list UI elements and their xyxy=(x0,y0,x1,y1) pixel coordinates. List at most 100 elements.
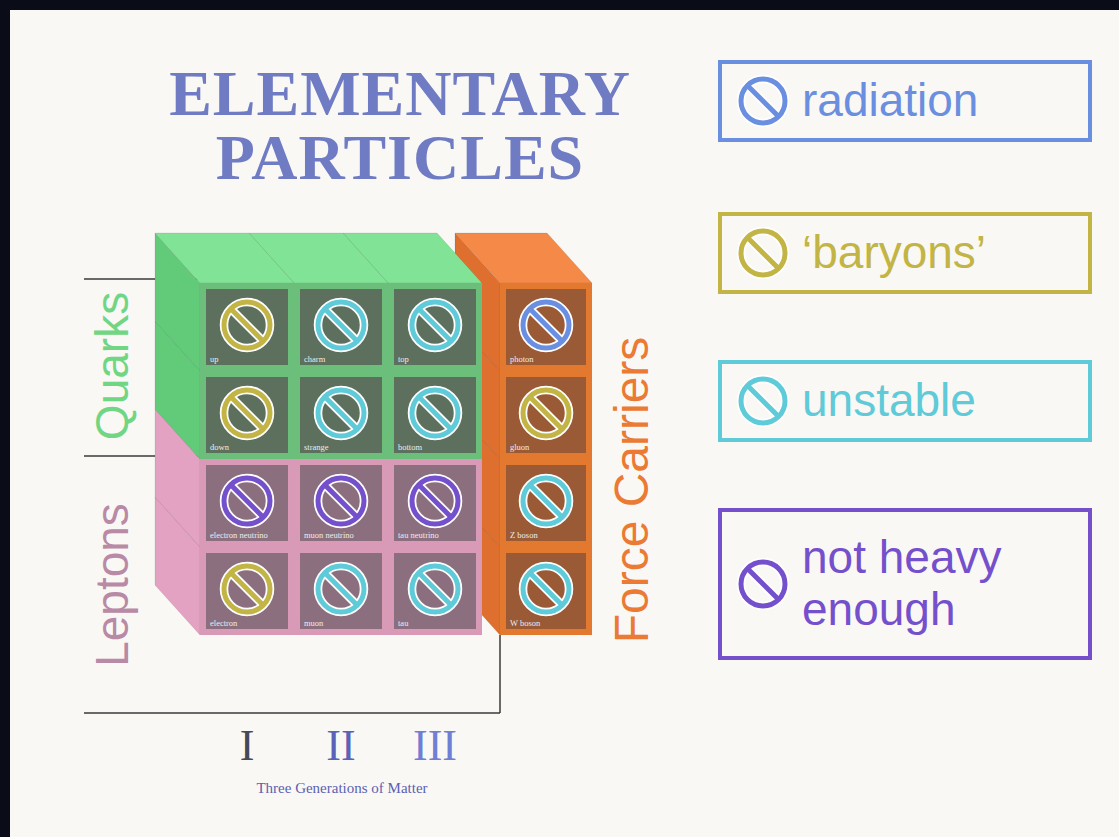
legend-text: radiation xyxy=(802,75,978,127)
legend-box: unstable xyxy=(718,360,1092,442)
particle-name: bottom xyxy=(398,443,422,452)
ban-ring xyxy=(224,566,270,612)
ban-slash xyxy=(419,485,452,518)
ban-ring xyxy=(318,478,364,524)
particle-cell: strange xyxy=(294,371,388,459)
ban-slash xyxy=(231,573,264,606)
ban-ring xyxy=(224,390,270,436)
particle-cell: down xyxy=(200,371,294,459)
ban-ring xyxy=(741,379,785,423)
ban-ring xyxy=(741,562,785,606)
ban-ring xyxy=(741,562,785,606)
ban-slash xyxy=(419,397,452,430)
ban-slash xyxy=(747,568,778,599)
ban-slash xyxy=(419,485,452,518)
ban-symbol xyxy=(313,561,369,617)
ban-ring xyxy=(523,478,569,524)
ban-slash xyxy=(231,397,264,430)
ban-slash xyxy=(419,573,452,606)
ban-slash xyxy=(325,485,358,518)
ban-slash xyxy=(325,573,358,606)
ban-symbol xyxy=(313,385,369,441)
axis-caption: Three Generations of Matter xyxy=(256,781,427,796)
ban-ring xyxy=(412,566,458,612)
ban-slash xyxy=(325,309,358,342)
ban-slash xyxy=(747,85,778,116)
ban-slash xyxy=(530,485,563,518)
ban-symbol xyxy=(407,473,463,529)
ban-ring xyxy=(741,379,785,423)
ban-ring xyxy=(318,566,364,612)
ban-ring xyxy=(523,302,569,348)
ban-slash xyxy=(419,573,452,606)
particle-name: photon xyxy=(510,355,534,364)
particle-name: electron neutrino xyxy=(210,531,268,540)
ban-ring xyxy=(523,566,569,612)
ban-symbol xyxy=(407,385,463,441)
ban-ring xyxy=(523,390,569,436)
ban-ring xyxy=(741,231,785,275)
particle-cell: photon xyxy=(500,283,592,371)
ban-symbol xyxy=(736,74,790,128)
ban-slash xyxy=(231,309,264,342)
particle-cell: W boson xyxy=(500,547,592,635)
ban-slash xyxy=(231,485,264,518)
ban-ring xyxy=(412,390,458,436)
ban-symbol xyxy=(518,561,574,617)
legend-text: ‘baryons’ xyxy=(802,227,986,279)
generation-numeral: II xyxy=(326,724,355,768)
ban-ring xyxy=(318,302,364,348)
ban-slash xyxy=(325,397,358,430)
ban-ring xyxy=(318,302,364,348)
ban-ring xyxy=(318,390,364,436)
particle-name: tau xyxy=(398,619,408,628)
particle-cell: muon xyxy=(294,547,388,635)
ban-slash xyxy=(419,309,452,342)
group-label: Force Carriers xyxy=(608,337,656,644)
particle-name: gluon xyxy=(510,443,529,452)
ban-ring xyxy=(318,390,364,436)
frame-line xyxy=(499,635,501,713)
ban-slash xyxy=(530,397,563,430)
ban-ring xyxy=(741,79,785,123)
ban-slash xyxy=(231,573,264,606)
ban-symbol xyxy=(219,473,275,529)
particle-name: electron xyxy=(210,619,237,628)
ban-slash xyxy=(325,573,358,606)
group-label: Leptons xyxy=(89,503,135,667)
ban-ring xyxy=(412,478,458,524)
particle-cell: tau neutrino xyxy=(388,459,482,547)
ban-ring xyxy=(412,302,458,348)
ban-slash xyxy=(530,573,563,606)
ban-slash xyxy=(325,485,358,518)
ban-symbol xyxy=(313,297,369,353)
ban-symbol xyxy=(219,561,275,617)
particle-cell: electron neutrino xyxy=(200,459,294,547)
generation-numeral: III xyxy=(413,724,457,768)
ban-symbol xyxy=(219,297,275,353)
ban-ring xyxy=(523,302,569,348)
legend-box: ‘baryons’ xyxy=(718,212,1092,294)
ban-ring xyxy=(224,390,270,436)
ban-slash xyxy=(419,397,452,430)
ban-slash xyxy=(530,485,563,518)
cube-faces xyxy=(155,233,592,635)
frame-line xyxy=(84,712,500,714)
particle-cell: bottom xyxy=(388,371,482,459)
particle-name: muon xyxy=(304,619,323,628)
ban-symbol xyxy=(736,374,790,428)
particle-name: charm xyxy=(304,355,325,364)
particle-name: top xyxy=(398,355,409,364)
legend-text: not heavy enough xyxy=(802,532,1074,635)
particle-cell: muon neutrino xyxy=(294,459,388,547)
particle-name: tau neutrino xyxy=(398,531,439,540)
ban-symbol xyxy=(736,557,790,611)
group-label: Quarks xyxy=(89,292,135,440)
ban-ring xyxy=(741,231,785,275)
ban-slash xyxy=(530,309,563,342)
ban-ring xyxy=(412,566,458,612)
particle-cell: Z boson xyxy=(500,459,592,547)
particle-name: W boson xyxy=(510,619,540,628)
particle-name: down xyxy=(210,443,229,452)
